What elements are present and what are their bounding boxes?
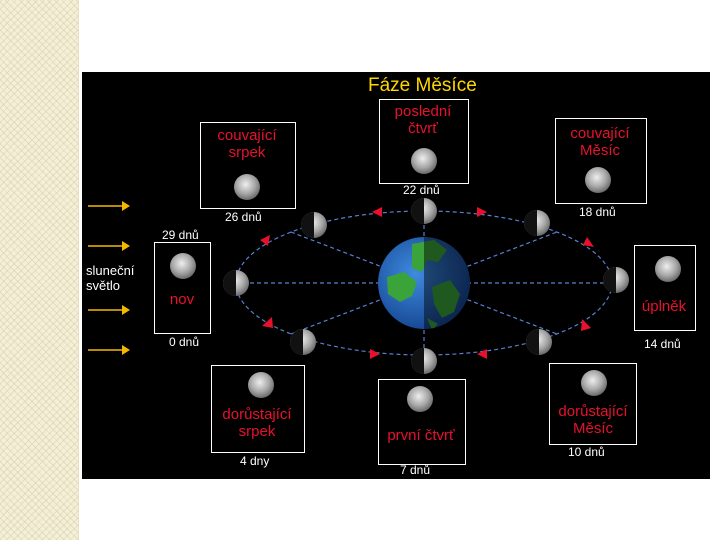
- box-full-moon: [634, 245, 696, 331]
- day-label-first-quarter: 7 dnů: [400, 464, 430, 477]
- day-label-waning-crescent: 26 dnů: [225, 211, 262, 224]
- day-label-full: 14 dnů: [644, 338, 681, 351]
- moon-phases-diagram: Fáze Měsíce nov dorůstající srpek první …: [82, 72, 710, 479]
- diagram-title: Fáze Měsíce: [368, 75, 477, 97]
- phase-name-last-quarter: poslední čtvrť: [379, 103, 467, 137]
- box-new-moon: [154, 242, 211, 334]
- day-label-waxing-gibbous: 10 dnů: [568, 446, 605, 459]
- phase-name-waning-gibbous: couvající Měsíc: [555, 125, 645, 159]
- box-first-quarter: [378, 379, 466, 465]
- decorative-side-strip: [0, 0, 78, 540]
- phase-name-waxing-crescent: dorůstající srpek: [214, 406, 300, 440]
- day-label-new-alt: 29 dnů: [162, 229, 199, 242]
- phase-name-full: úplněk: [634, 298, 694, 315]
- phase-name-waxing-gibbous: dorůstající Měsíc: [550, 403, 636, 437]
- phase-name-first-quarter: první čtvrť: [378, 427, 464, 444]
- day-label-new: 0 dnů: [169, 336, 199, 349]
- day-label-waning-gibbous: 18 dnů: [579, 206, 616, 219]
- side-strip-edge: [78, 0, 79, 540]
- sunlight-label: sluneční světlo: [86, 263, 146, 293]
- day-label-waxing-crescent: 4 dny: [240, 455, 269, 468]
- day-label-last-quarter: 22 dnů: [403, 184, 440, 197]
- phase-name-waning-crescent: couvající srpek: [200, 127, 294, 161]
- phase-name-new: nov: [154, 291, 210, 308]
- earth: [378, 237, 470, 330]
